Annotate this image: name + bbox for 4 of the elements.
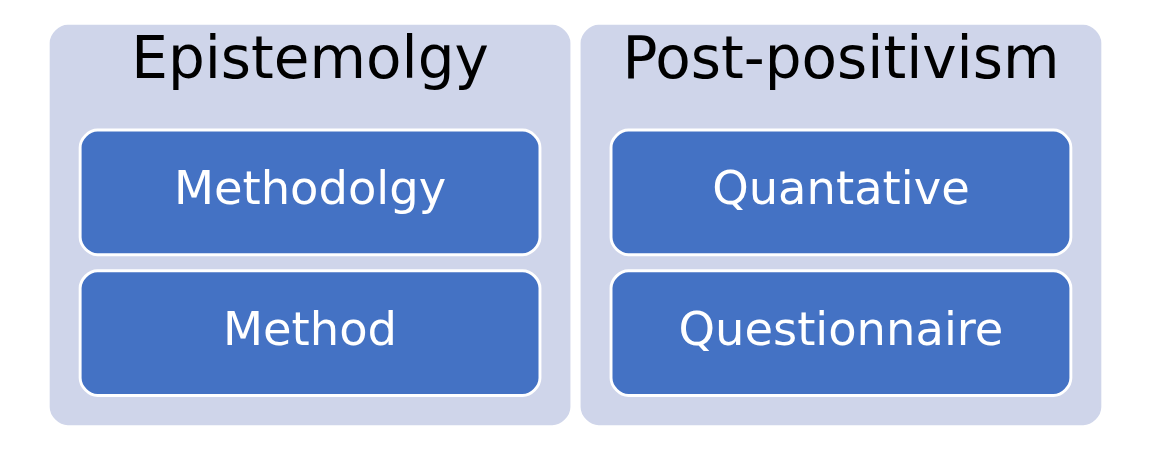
node-box: Method [78, 269, 541, 397]
node-box: Methodolgy [78, 128, 541, 257]
node-box: Quantative [609, 128, 1072, 257]
node-box: Questionnaire [609, 269, 1072, 397]
